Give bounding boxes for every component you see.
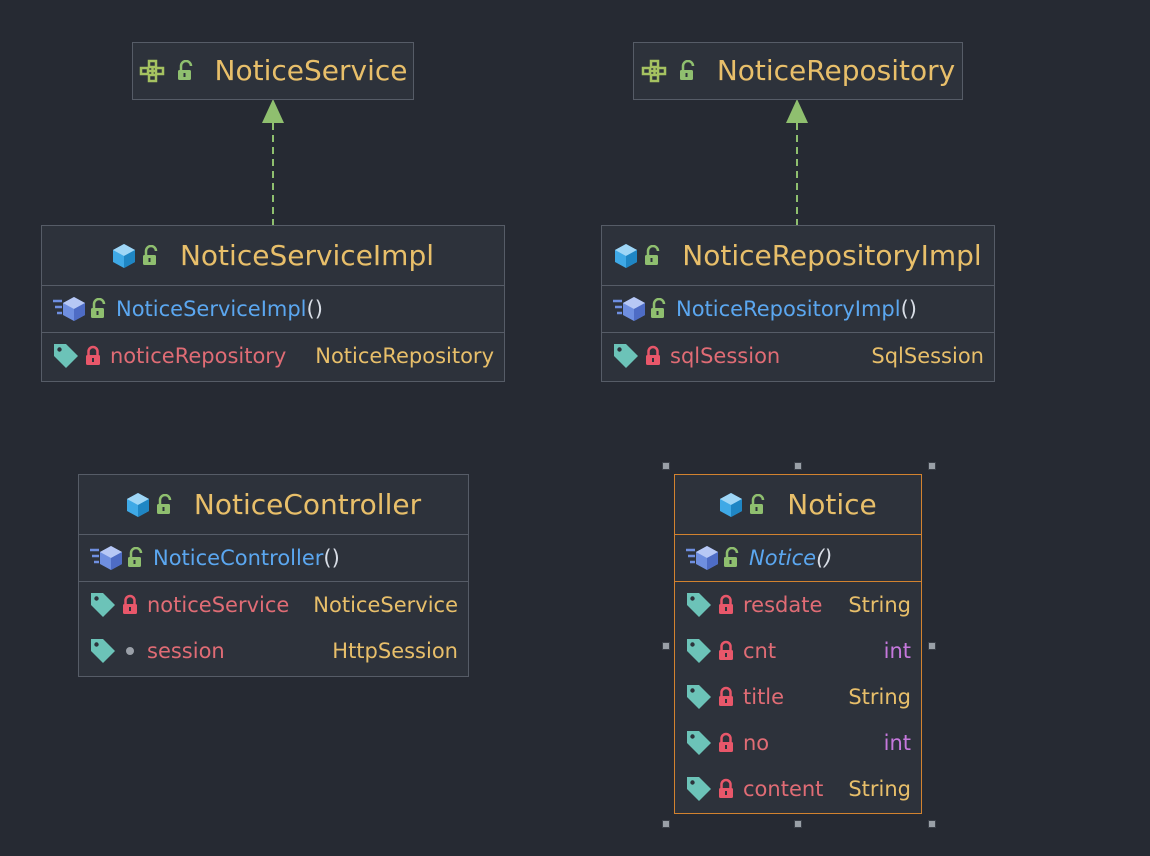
public-unlock-icon: [644, 245, 662, 267]
field-type: int: [883, 639, 911, 663]
realization-arrow-service: [262, 99, 284, 225]
resize-handle-bottom[interactable]: [794, 820, 802, 828]
field-row[interactable]: noticeRepository NoticeRepository: [42, 333, 504, 379]
class-notice-service-impl[interactable]: NoticeServiceImpl NoticeServiceImpl() no…: [41, 225, 505, 382]
field-tag-icon: [89, 592, 117, 618]
field-row[interactable]: content String: [675, 766, 921, 812]
field-tag-icon: [685, 638, 713, 664]
resize-handle-right[interactable]: [928, 642, 936, 650]
field-row[interactable]: resdate String: [675, 582, 921, 628]
field-type: NoticeRepository: [315, 344, 494, 368]
package-private-dot-icon: [126, 647, 134, 655]
class-notice[interactable]: Notice Notice() resdate String cnt int t…: [674, 474, 922, 814]
public-unlock-icon: [679, 60, 697, 82]
constructor-parens: (): [306, 297, 323, 321]
interface-icon: [139, 59, 171, 83]
constructor-name: Notice: [749, 546, 817, 570]
constructor-row[interactable]: NoticeController(): [79, 535, 468, 581]
private-lock-icon: [717, 732, 735, 754]
public-unlock-icon: [650, 298, 668, 320]
field-row[interactable]: no int: [675, 720, 921, 766]
private-lock-icon: [644, 345, 662, 367]
constructor-row[interactable]: NoticeRepositoryImpl(): [602, 286, 994, 332]
interface-icon: [641, 59, 673, 83]
public-unlock-icon: [90, 298, 108, 320]
resize-handle-bottom-right[interactable]: [928, 820, 936, 828]
field-row[interactable]: sqlSession SqlSession: [602, 333, 994, 379]
resize-handle-top[interactable]: [794, 462, 802, 470]
field-name: cnt: [743, 639, 777, 663]
field-row[interactable]: session HttpSession: [79, 628, 468, 674]
class-notice-repository-impl[interactable]: NoticeRepositoryImpl NoticeRepositoryImp…: [601, 225, 995, 382]
class-icon: [112, 243, 136, 269]
realization-arrow-repository: [786, 99, 808, 225]
field-name: resdate: [743, 593, 823, 617]
field-tag-icon: [612, 343, 640, 369]
constructor-name: NoticeServiceImpl: [116, 297, 307, 321]
class-name: Notice: [787, 488, 877, 521]
resize-handle-bottom-left[interactable]: [662, 820, 670, 828]
interface-notice-repository[interactable]: NoticeRepository: [633, 42, 963, 100]
constructor-name: NoticeRepositoryImpl: [676, 297, 901, 321]
field-name: title: [743, 685, 785, 709]
resize-handle-top-right[interactable]: [928, 462, 936, 470]
class-name: NoticeController: [193, 488, 422, 521]
private-lock-icon: [717, 594, 735, 616]
public-unlock-icon: [749, 494, 767, 516]
constructor-icon: [612, 296, 646, 322]
field-type: int: [883, 731, 911, 755]
field-name: sqlSession: [670, 344, 781, 368]
resize-handle-left[interactable]: [662, 642, 670, 650]
field-type: NoticeService: [313, 593, 458, 617]
field-name: content: [743, 777, 824, 801]
private-lock-icon: [84, 345, 102, 367]
class-notice-controller[interactable]: NoticeController NoticeController() noti…: [78, 474, 469, 677]
field-tag-icon: [89, 638, 117, 664]
constructor-icon: [685, 545, 719, 571]
constructor-parens: (): [323, 546, 340, 570]
class-icon: [126, 492, 150, 518]
field-name: session: [147, 639, 225, 663]
field-tag-icon: [685, 730, 713, 756]
field-type: String: [848, 685, 911, 709]
public-unlock-icon: [142, 245, 160, 267]
field-tag-icon: [685, 592, 713, 618]
interface-name: NoticeService: [214, 54, 408, 87]
field-type: String: [848, 593, 911, 617]
class-name: NoticeServiceImpl: [179, 239, 435, 272]
field-type: String: [848, 777, 911, 801]
field-name: noticeService: [147, 593, 290, 617]
field-row[interactable]: title String: [675, 674, 921, 720]
constructor-row[interactable]: Notice(): [675, 535, 921, 581]
resize-handle-top-left[interactable]: [662, 462, 670, 470]
public-unlock-icon: [127, 547, 145, 569]
field-row[interactable]: noticeService NoticeService: [79, 582, 468, 628]
private-lock-icon: [121, 594, 139, 616]
interface-notice-service[interactable]: NoticeService: [132, 42, 414, 100]
field-name: noticeRepository: [110, 344, 287, 368]
constructor-parens: (): [816, 546, 833, 570]
field-tag-icon: [52, 343, 80, 369]
constructor-icon: [52, 296, 86, 322]
constructor-parens: (): [900, 297, 917, 321]
private-lock-icon: [717, 686, 735, 708]
constructor-icon: [89, 545, 123, 571]
constructor-row[interactable]: NoticeServiceImpl(): [42, 286, 504, 332]
private-lock-icon: [717, 640, 735, 662]
public-unlock-icon: [177, 60, 195, 82]
constructor-name: NoticeController: [153, 546, 324, 570]
field-name: no: [743, 731, 770, 755]
field-row[interactable]: cnt int: [675, 628, 921, 674]
class-name: NoticeRepositoryImpl: [682, 239, 982, 272]
field-tag-icon: [685, 684, 713, 710]
public-unlock-icon: [156, 494, 174, 516]
public-unlock-icon: [723, 547, 741, 569]
class-icon: [614, 243, 638, 269]
class-icon: [719, 492, 743, 518]
field-type: SqlSession: [871, 344, 984, 368]
field-tag-icon: [685, 776, 713, 802]
field-type: HttpSession: [332, 639, 458, 663]
interface-name: NoticeRepository: [716, 54, 956, 87]
private-lock-icon: [717, 778, 735, 800]
